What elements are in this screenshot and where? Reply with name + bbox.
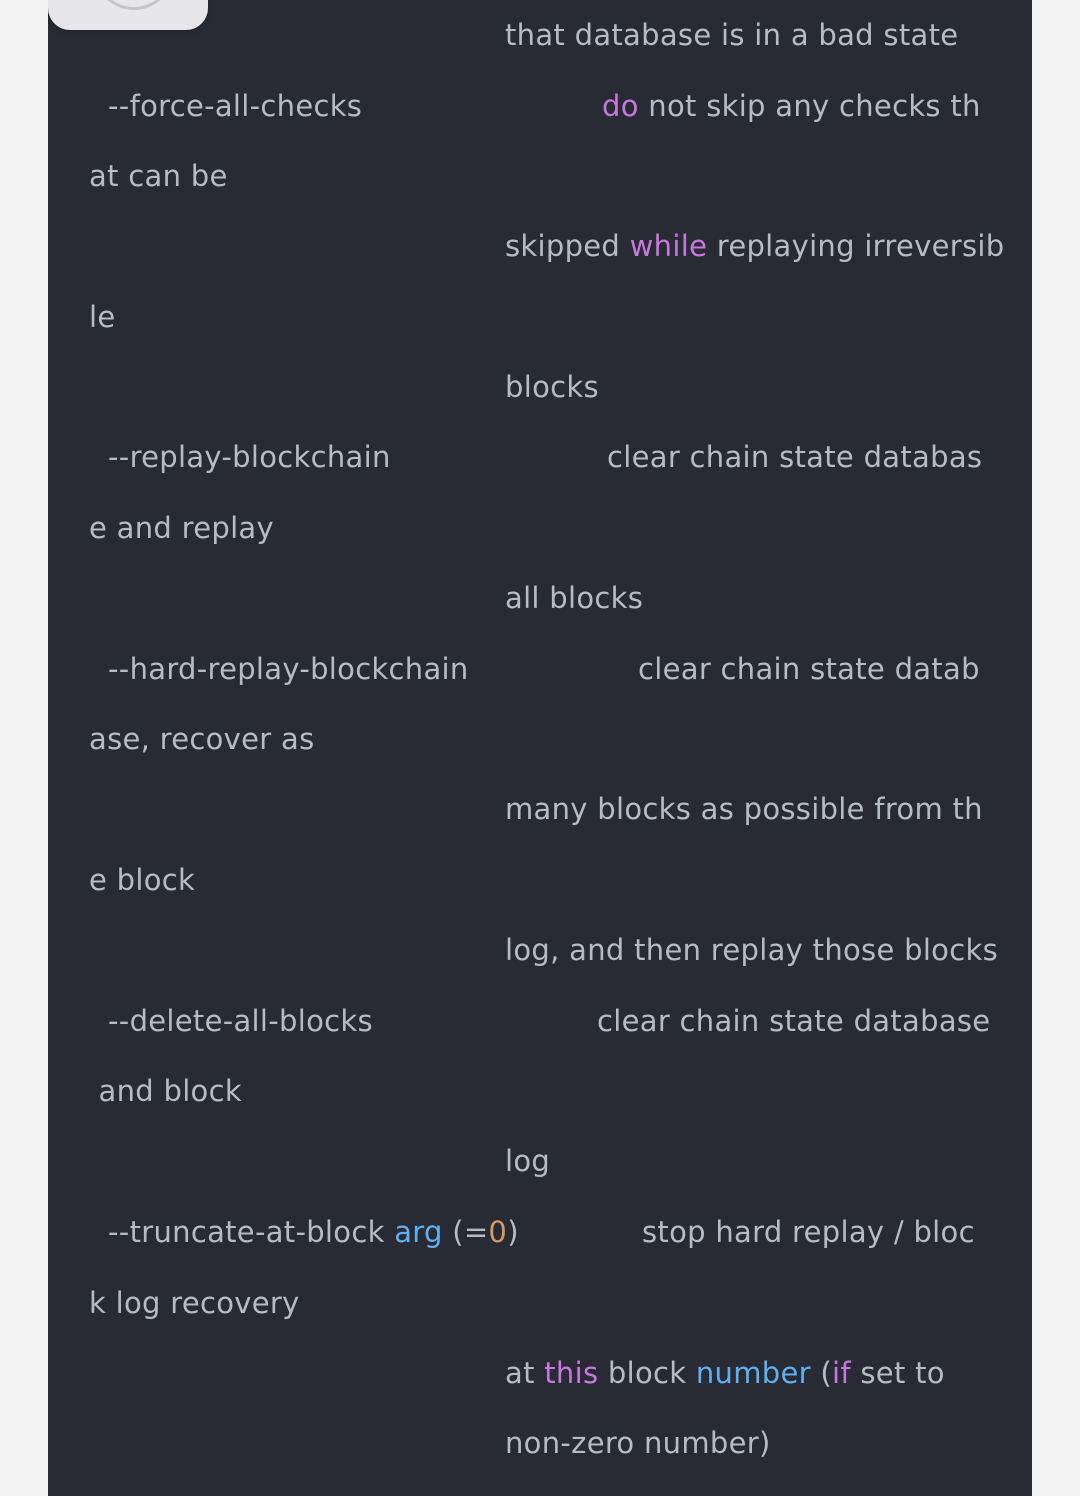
token-text: log, and then replay those blocks xyxy=(505,933,998,967)
code-line-11: all blocks xyxy=(505,578,643,618)
code-line-21: log xyxy=(505,1141,550,1181)
token-text: ) xyxy=(507,1215,519,1249)
token-text: e and replay xyxy=(89,511,274,545)
code-block[interactable]: that database is in a bad state --force-… xyxy=(48,0,1032,1496)
token-keyword: do xyxy=(602,89,639,123)
token-text: ase, recover as xyxy=(89,722,315,756)
token-text: (= xyxy=(442,1215,489,1249)
code-line-16: e block xyxy=(89,860,195,900)
token-text: replaying irreversib xyxy=(707,229,1005,263)
token-text: block xyxy=(598,1356,696,1390)
code-line-20: and block xyxy=(89,1071,242,1111)
token-text: blocks xyxy=(505,370,599,404)
token-text: stop hard replay / bloc xyxy=(642,1215,975,1249)
token-text: --force-all-checks xyxy=(89,89,363,123)
token-text: --replay-blockchain xyxy=(89,440,391,474)
token-text: set to xyxy=(850,1356,945,1390)
code-line-18: --delete-all-blocks xyxy=(89,1001,373,1041)
token-keyword: while xyxy=(629,229,708,263)
code-line-1: that database is in a bad state xyxy=(505,15,958,55)
page-margin-left xyxy=(0,0,48,1496)
code-line-15: many blocks as possible from th xyxy=(505,789,983,829)
token-text: --delete-all-blocks xyxy=(89,1004,373,1038)
token-text: clear chain state database xyxy=(597,1004,991,1038)
token-text: and block xyxy=(89,1074,242,1108)
token-text: le xyxy=(89,300,116,334)
token-number: 0 xyxy=(488,1215,508,1249)
code-line-5: skipped while replaying irreversib xyxy=(505,226,1004,266)
token-keyword: if xyxy=(832,1356,851,1390)
page-margin-right xyxy=(1032,0,1080,1496)
circle-icon xyxy=(94,0,174,10)
code-line-24: k log recovery xyxy=(89,1283,300,1323)
code-line-3: do not skip any checks th xyxy=(602,86,981,126)
token-text: e block xyxy=(89,863,196,897)
code-line-23: stop hard replay / bloc xyxy=(642,1212,975,1252)
code-line-8: --replay-blockchain xyxy=(89,437,391,477)
token-type: number xyxy=(695,1356,811,1390)
code-line-13: clear chain state datab xyxy=(638,649,980,689)
token-text: not skip any checks th xyxy=(638,89,981,123)
token-keyword: this xyxy=(544,1356,599,1390)
token-text: log xyxy=(505,1144,551,1178)
token-text: ( xyxy=(810,1356,832,1390)
token-type: arg xyxy=(394,1215,443,1249)
code-line-19: clear chain state database xyxy=(597,1001,990,1041)
code-line-14: ase, recover as xyxy=(89,719,315,759)
token-text: --truncate-at-block xyxy=(89,1215,395,1249)
token-text: clear chain state databas xyxy=(607,440,983,474)
token-text: non-zero number) xyxy=(505,1426,771,1460)
code-line-22: --truncate-at-block arg (=0) xyxy=(89,1212,519,1252)
code-line-9: clear chain state databas xyxy=(607,437,982,477)
floating-button[interactable] xyxy=(48,0,208,30)
code-line-2: --force-all-checks xyxy=(89,86,362,126)
token-text: that database is in a bad state xyxy=(505,18,959,52)
token-text: at can be xyxy=(89,159,228,193)
code-line-6: le xyxy=(89,297,116,337)
token-text: k log recovery xyxy=(89,1286,300,1320)
code-line-10: e and replay xyxy=(89,508,274,548)
token-text: clear chain state datab xyxy=(638,652,980,686)
token-text: all blocks xyxy=(505,581,644,615)
token-text: --hard-replay-blockchain xyxy=(89,652,469,686)
code-line-26: non-zero number) xyxy=(505,1423,771,1463)
code-line-4: at can be xyxy=(89,156,228,196)
code-line-7: blocks xyxy=(505,367,599,407)
token-text: many blocks as possible from th xyxy=(505,792,983,826)
code-line-12: --hard-replay-blockchain xyxy=(89,649,469,689)
code-line-25: at this block number (if set to xyxy=(505,1353,945,1393)
code-line-17: log, and then replay those blocks xyxy=(505,930,998,970)
token-text: at xyxy=(505,1356,545,1390)
token-text: skipped xyxy=(505,229,630,263)
